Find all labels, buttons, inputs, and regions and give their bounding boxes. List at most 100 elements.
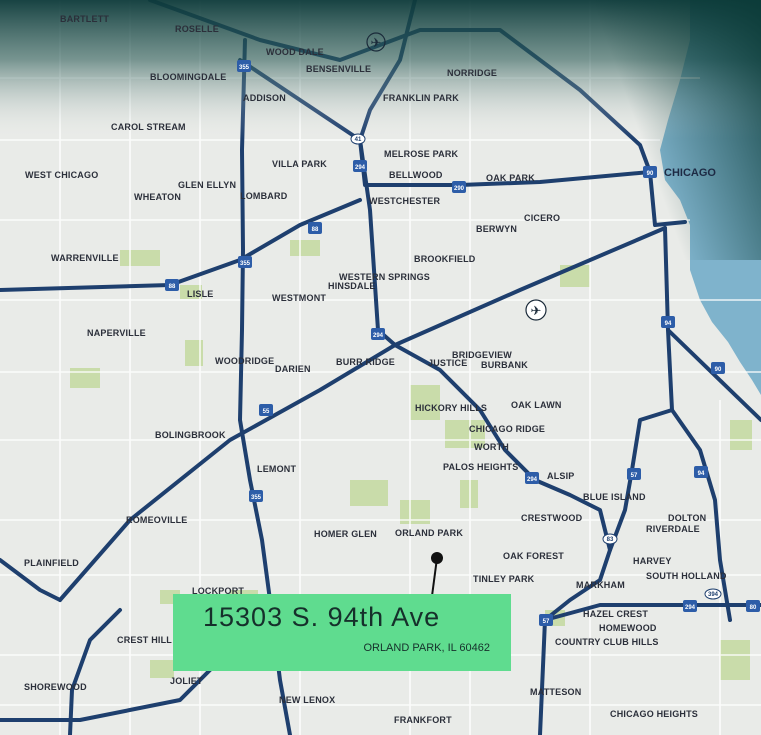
- place-label: NAPERVILLE: [87, 328, 146, 338]
- place-label: OAK PARK: [486, 173, 535, 183]
- interstate-shield: 294: [353, 160, 367, 172]
- svg-text:55: 55: [263, 409, 270, 415]
- place-label: PLAINFIELD: [24, 558, 79, 568]
- place-label: WEST CHICAGO: [25, 170, 98, 180]
- svg-text:80: 80: [750, 605, 757, 611]
- svg-text:294: 294: [527, 477, 538, 483]
- place-label: OAK LAWN: [511, 400, 562, 410]
- interstate-shield: 294: [683, 600, 697, 612]
- place-label: CHICAGO HEIGHTS: [610, 709, 698, 719]
- interstate-shield: 355: [249, 490, 263, 502]
- svg-text:294: 294: [373, 333, 384, 339]
- svg-text:290: 290: [454, 186, 465, 192]
- place-label: OAK FOREST: [503, 551, 564, 561]
- place-label: TINLEY PARK: [473, 574, 535, 584]
- place-label: WESTCHESTER: [369, 196, 441, 206]
- place-label: DARIEN: [275, 364, 311, 374]
- svg-text:294: 294: [685, 605, 696, 611]
- svg-text:294: 294: [355, 165, 366, 171]
- svg-text:94: 94: [698, 471, 705, 477]
- svg-text:355: 355: [240, 261, 251, 267]
- place-label: MARKHAM: [576, 580, 625, 590]
- place-label: LISLE: [187, 289, 214, 299]
- place-label: WARRENVILLE: [51, 253, 119, 263]
- place-label: BOLINGBROOK: [155, 430, 226, 440]
- place-label: WHEATON: [134, 192, 181, 202]
- svg-text:88: 88: [312, 227, 319, 233]
- city-state-zip: ORLAND PARK, IL 60462: [363, 642, 490, 654]
- interstate-shield: 55: [259, 404, 273, 416]
- place-label: FRANKLIN PARK: [383, 93, 459, 103]
- place-label: NEW LENOX: [279, 695, 335, 705]
- place-label: CAROL STREAM: [111, 122, 186, 132]
- place-label: DOLTON: [668, 513, 706, 523]
- place-label: CREST HILL: [117, 635, 172, 645]
- place-label: SHOREWOOD: [24, 682, 87, 692]
- place-label: HOMER GLEN: [314, 529, 377, 539]
- interstate-shield: 88: [308, 222, 322, 234]
- svg-text:355: 355: [239, 65, 250, 71]
- place-label: CRESTWOOD: [521, 513, 583, 523]
- interstate-shield: 94: [661, 316, 675, 328]
- interstate-shield: 57: [627, 468, 641, 480]
- svg-text:41: 41: [355, 137, 362, 143]
- interstate-shield: 355: [237, 60, 251, 72]
- place-label: MELROSE PARK: [384, 149, 459, 159]
- place-label: HOMEWOOD: [599, 623, 657, 633]
- svg-text:394: 394: [708, 592, 719, 598]
- svg-text:✈: ✈: [371, 36, 382, 51]
- place-label: ROMEOVILLE: [126, 515, 188, 525]
- interstate-shield: 294: [525, 472, 539, 484]
- svg-text:88: 88: [169, 284, 176, 290]
- airplane-icon: ✈: [526, 300, 546, 320]
- place-label: BLOOMINGDALE: [150, 72, 226, 82]
- place-label: JUSTICE: [428, 358, 467, 368]
- place-label: PALOS HEIGHTS: [443, 462, 518, 472]
- place-label: HAZEL CREST: [583, 609, 648, 619]
- place-label: ADDISON: [243, 93, 286, 103]
- interstate-shield: 57: [539, 614, 553, 626]
- interstate-shield: 355: [238, 256, 252, 268]
- place-label: BURR RIDGE: [336, 357, 395, 367]
- place-label: LEMONT: [257, 464, 296, 474]
- place-label: CHICAGO: [664, 167, 716, 179]
- fog-overlay-east: [450, 0, 761, 260]
- place-label: MATTESON: [530, 687, 581, 697]
- svg-text:57: 57: [543, 619, 550, 625]
- place-label: COUNTRY CLUB HILLS: [555, 637, 659, 647]
- svg-text:94: 94: [665, 321, 672, 327]
- interstate-shield: 90: [643, 166, 657, 178]
- svg-text:90: 90: [715, 367, 722, 373]
- place-label: ROSELLE: [175, 24, 219, 34]
- address-callout: 15303 S. 94th Ave ORLAND PARK, IL 60462: [173, 594, 511, 671]
- place-label: LOMBARD: [240, 191, 288, 201]
- place-label: SOUTH HOLLAND: [646, 571, 727, 581]
- place-label: WESTMONT: [272, 293, 326, 303]
- place-label: CHICAGO RIDGE: [469, 424, 545, 434]
- place-label: CICERO: [524, 213, 560, 223]
- place-label: WORTH: [474, 442, 509, 452]
- place-label: JOLIET: [170, 676, 203, 686]
- interstate-shield: 294: [371, 328, 385, 340]
- place-label: HARVEY: [633, 556, 672, 566]
- place-label: NORRIDGE: [447, 68, 497, 78]
- interstate-shield: 90: [711, 362, 725, 374]
- place-label: BELLWOOD: [389, 170, 443, 180]
- svg-text:83: 83: [607, 537, 614, 543]
- interstate-shield: 80: [746, 600, 760, 612]
- place-label: BROOKFIELD: [414, 254, 476, 264]
- street-address: 15303 S. 94th Ave: [203, 602, 440, 633]
- interstate-shield: 94: [694, 466, 708, 478]
- place-label: FRANKFORT: [394, 715, 452, 725]
- place-label: ALSIP: [547, 471, 575, 481]
- interstate-shield: 88: [165, 279, 179, 291]
- place-label: WOOD DALE: [266, 47, 324, 57]
- state-route-shield: 83: [603, 534, 617, 544]
- state-route-shield: 394: [705, 589, 721, 599]
- place-label: HINSDALE: [328, 281, 376, 291]
- place-label: GLEN ELLYN: [178, 180, 236, 190]
- state-route-shield: 41: [351, 134, 365, 144]
- svg-text:355: 355: [251, 495, 262, 501]
- svg-text:57: 57: [631, 473, 638, 479]
